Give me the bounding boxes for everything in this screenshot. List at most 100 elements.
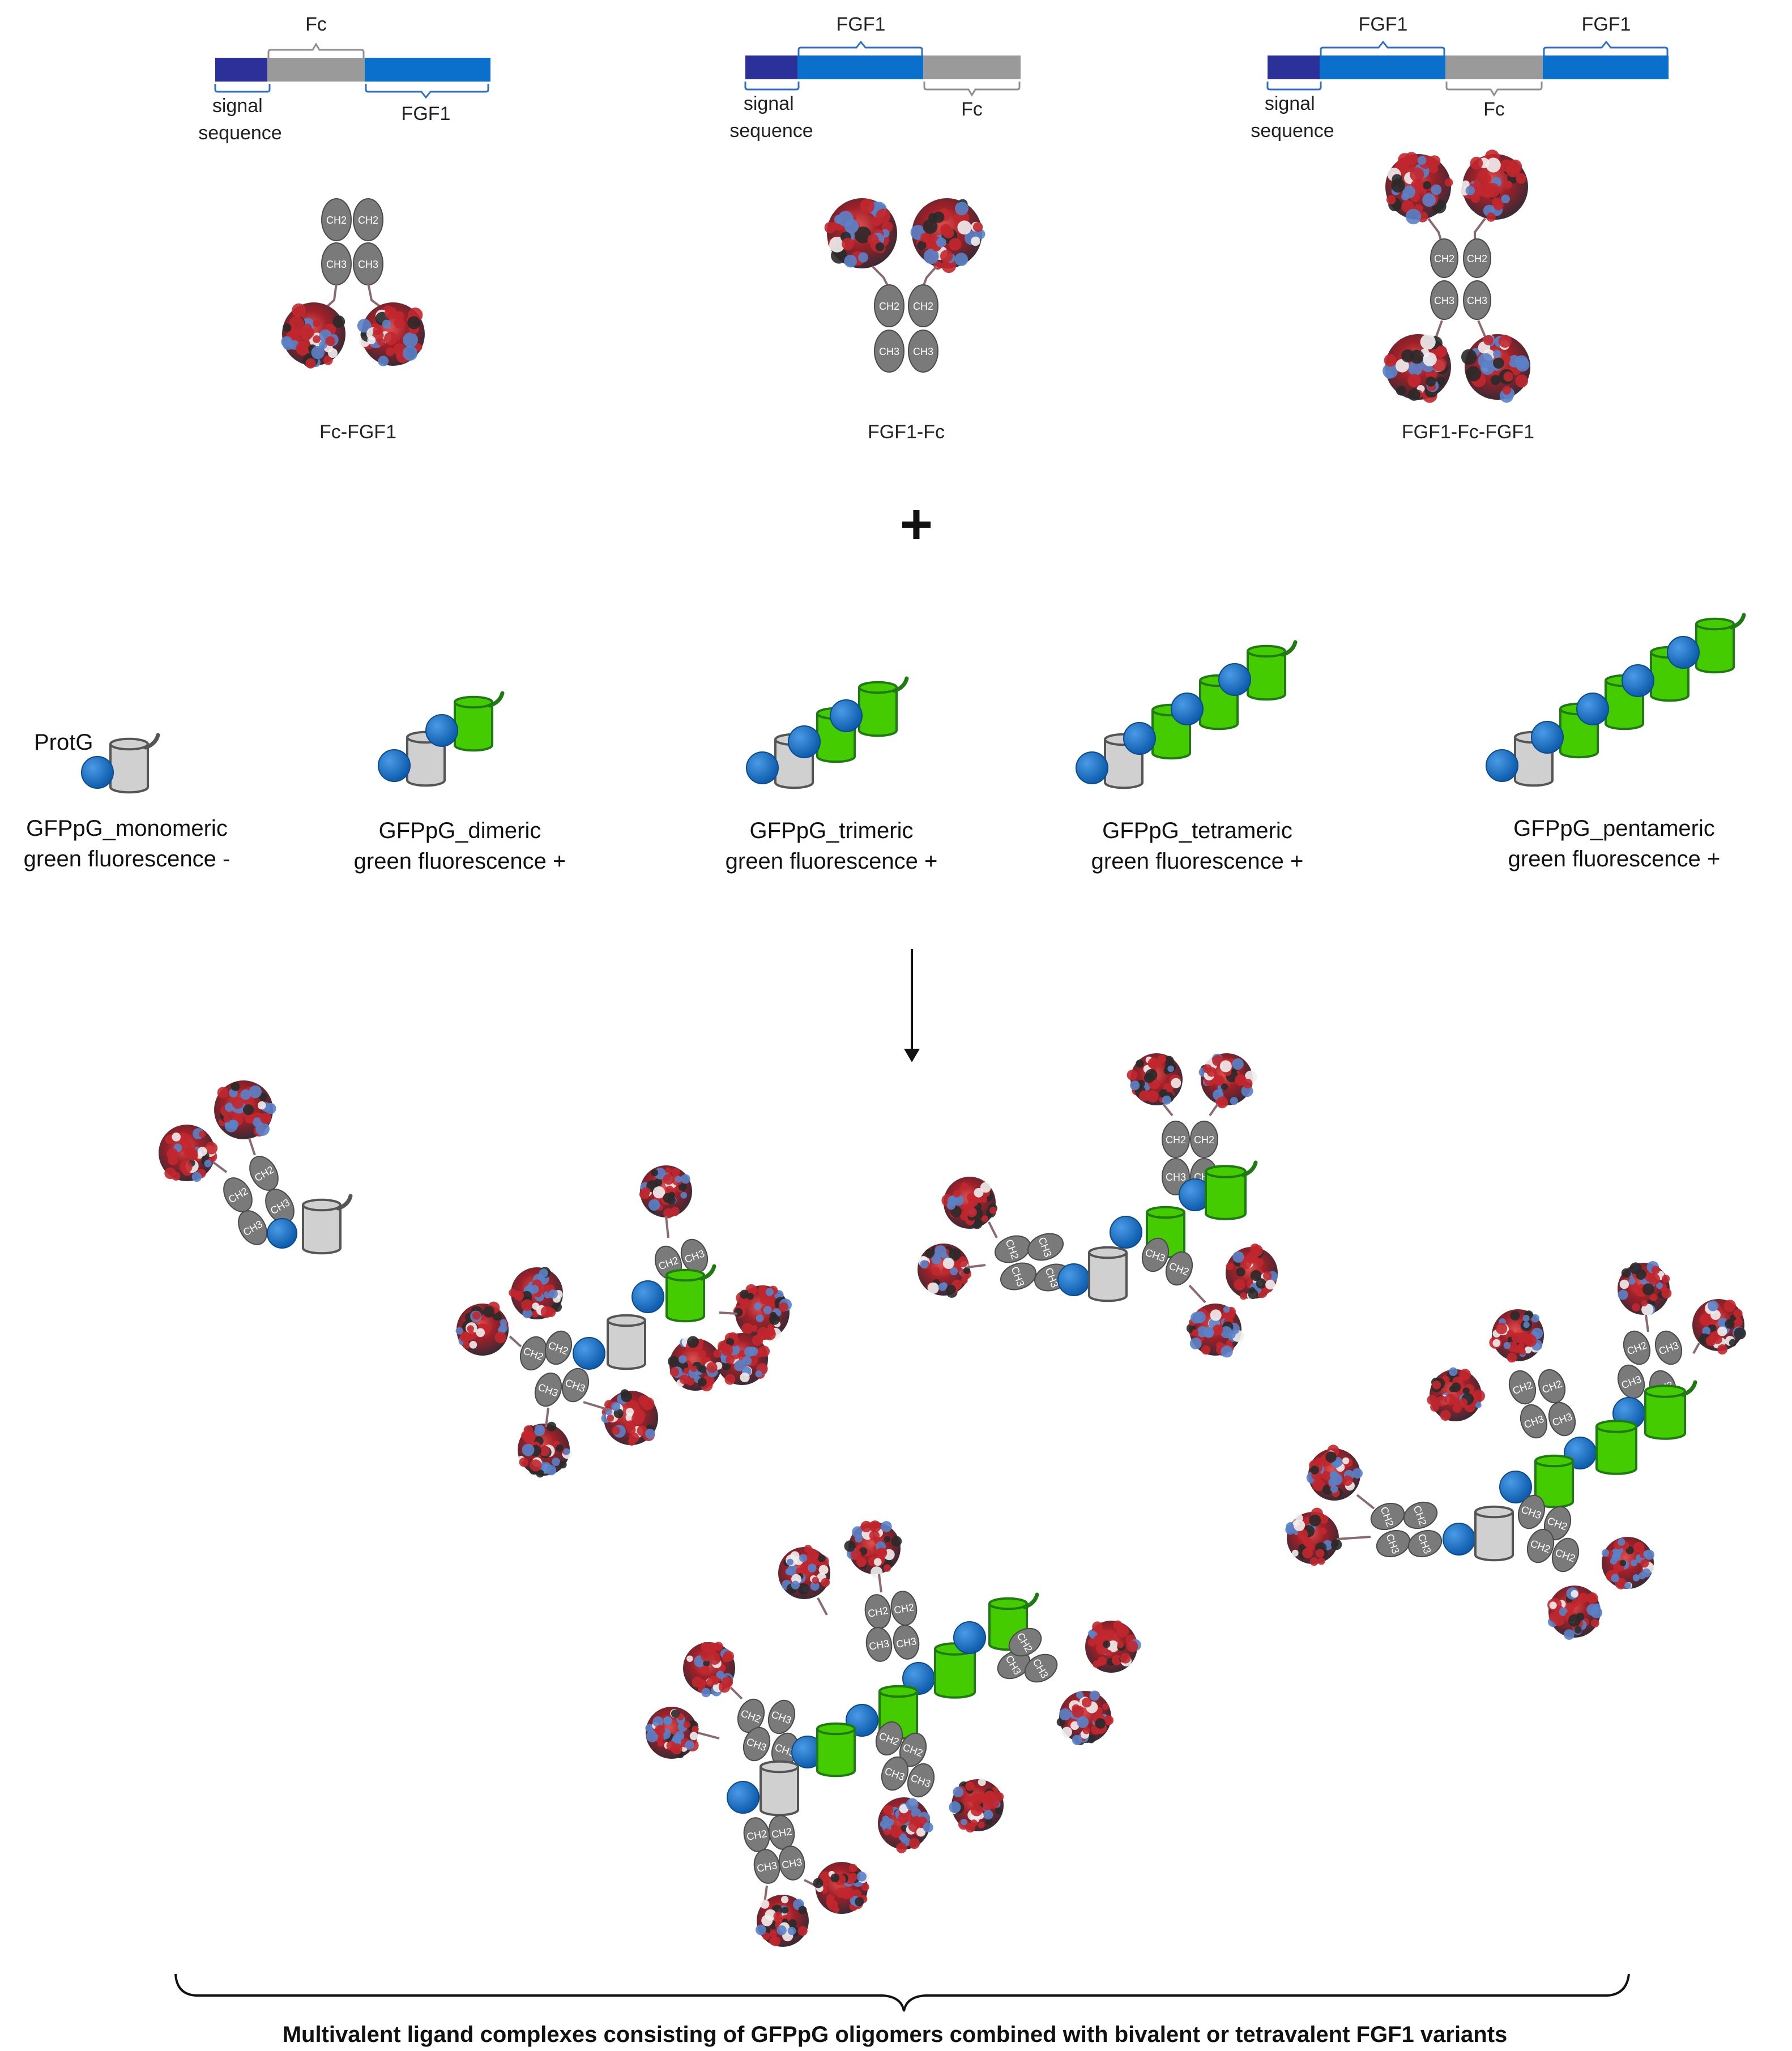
ig-domain-ch3: CH3 xyxy=(753,1849,780,1884)
protein-atom xyxy=(968,1196,979,1207)
protein-atom xyxy=(869,1530,880,1541)
ig-domain-ch2: CH2 xyxy=(1551,1537,1580,1573)
protein-atom xyxy=(1386,195,1396,205)
protein-atom xyxy=(377,338,386,346)
protein-atom xyxy=(686,1655,693,1662)
protein-atom xyxy=(883,1805,894,1815)
barrel-tail xyxy=(1022,1592,1039,1609)
protein-atom xyxy=(559,1460,567,1469)
protein-atom xyxy=(1713,1335,1722,1344)
protein-atom xyxy=(1088,1630,1095,1637)
protein-atom xyxy=(476,1328,485,1338)
fgf1-protein-icon xyxy=(1198,1053,1257,1109)
signal-label-line2: sequence xyxy=(729,120,813,142)
protein-atom xyxy=(949,1801,961,1813)
protein-atom xyxy=(1611,1574,1620,1583)
domain-shape xyxy=(1548,1401,1576,1437)
fgf1-label: FGF1 xyxy=(402,103,451,125)
barrel-body xyxy=(1205,1172,1247,1220)
protein-atom xyxy=(1656,1282,1663,1289)
fgf1-bracket xyxy=(1320,40,1445,55)
protein-atom xyxy=(1510,1311,1520,1321)
domain-shape xyxy=(1617,1364,1645,1399)
protein-atom xyxy=(1458,1398,1468,1408)
protein-atom xyxy=(679,1355,687,1364)
barrel-top xyxy=(1474,1505,1514,1519)
protein-atom xyxy=(1219,1060,1232,1072)
protein-atom xyxy=(292,303,306,318)
domain-shape xyxy=(1370,1502,1405,1531)
gfp-barrel-icon xyxy=(858,676,909,737)
fgf1-protein-icon xyxy=(733,1284,792,1341)
signal-label: signal sequence xyxy=(729,93,813,142)
protein-atom xyxy=(940,250,953,263)
protein-atom xyxy=(953,1190,961,1198)
linker xyxy=(1336,1536,1371,1540)
domain-shape xyxy=(1430,238,1458,278)
protein-atom xyxy=(826,1894,834,1903)
domain-label: CH2 xyxy=(1467,253,1487,264)
protg-ball-icon xyxy=(1057,1263,1090,1296)
protein-atom xyxy=(1070,1721,1080,1730)
protein-atom xyxy=(723,1651,735,1662)
domain-label: CH2 xyxy=(1434,253,1454,264)
protein-atom xyxy=(701,1642,710,1652)
barrel-tail xyxy=(1680,1380,1697,1397)
protein-atom xyxy=(621,1391,632,1403)
protein-atom xyxy=(1330,1539,1342,1550)
barrel-tail xyxy=(143,733,160,750)
protein-atom xyxy=(851,1549,861,1561)
barrel-top xyxy=(109,737,149,751)
ig-domain-ch3: CH3 xyxy=(1463,280,1491,320)
protein-atom xyxy=(1734,1327,1746,1340)
protein-atom xyxy=(1733,1309,1743,1318)
protein-atom xyxy=(668,1356,680,1368)
protein-atom xyxy=(855,1535,863,1543)
protein-atom xyxy=(199,1131,206,1138)
gfp-barrel-icon xyxy=(454,691,505,752)
domain-shape xyxy=(1407,1529,1443,1558)
protein-atom xyxy=(942,1258,954,1269)
protein-atom xyxy=(373,326,382,335)
protein-atom xyxy=(1651,1266,1660,1275)
protein-atom xyxy=(1145,1069,1158,1081)
protein-atom xyxy=(1265,1280,1275,1290)
protein-atom xyxy=(1475,1401,1482,1408)
protein-atom xyxy=(692,1725,699,1733)
protein-atom xyxy=(1571,1599,1580,1607)
protein-atom xyxy=(1106,1650,1112,1657)
linker xyxy=(1474,217,1486,240)
protein-atom xyxy=(467,1325,474,1332)
protein-atom xyxy=(760,1294,770,1305)
domain-shape xyxy=(321,198,352,241)
protein-atom xyxy=(692,1676,703,1687)
protein-atom xyxy=(530,1285,539,1294)
protein-atom xyxy=(249,1085,262,1099)
protein-atom xyxy=(1059,1708,1072,1721)
protein-atom xyxy=(1461,180,1470,189)
fgf1-protein-icon xyxy=(1226,1244,1278,1301)
protein-atom xyxy=(1164,1056,1174,1066)
protein-atom xyxy=(830,1873,840,1883)
fgf1-protein-icon xyxy=(1056,1690,1114,1745)
protein-atom xyxy=(672,1168,680,1176)
protein-atom xyxy=(1077,1716,1089,1728)
protein-atom xyxy=(1502,386,1512,395)
fgf1-bracket xyxy=(797,40,923,55)
protein-atom xyxy=(260,1112,272,1125)
protein-atom xyxy=(1250,1270,1262,1281)
protein-atom xyxy=(403,332,418,348)
protein-atom xyxy=(901,1824,908,1832)
barrel-top xyxy=(760,1760,799,1774)
fgf1-protein-icon xyxy=(159,1125,218,1182)
protein-atom xyxy=(948,1248,961,1261)
domain-shape xyxy=(238,1210,267,1245)
barrel-body xyxy=(934,1649,976,1699)
fgf1-protein-icon xyxy=(756,1895,809,1947)
protein-atom xyxy=(1512,1332,1523,1343)
linker xyxy=(1162,1103,1174,1117)
protein-atom xyxy=(1402,185,1416,199)
protein-atom xyxy=(722,1676,733,1688)
protein-atom xyxy=(652,1186,665,1199)
protein-atom xyxy=(1628,1277,1636,1285)
